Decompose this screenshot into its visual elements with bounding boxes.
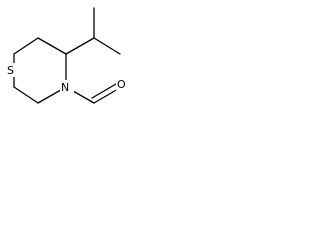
nitrogen-label-bg xyxy=(60,80,74,94)
bond-c5-c6 xyxy=(13,86,39,104)
bond-isopropyl-ch-methyl-right xyxy=(93,37,121,55)
thiomorpholine-structure: S N O xyxy=(6,7,130,104)
oxygen-label-bg xyxy=(116,77,130,91)
oxygen-atom-label: O xyxy=(117,78,126,91)
bond-formyl-c-o-double xyxy=(91,83,117,99)
sulfur-label-bg xyxy=(6,63,20,77)
bond-c3-isopropyl-ch xyxy=(65,37,95,55)
bond-formyl-c-o xyxy=(93,88,119,104)
bond-c2-c3 xyxy=(37,37,67,55)
bond-s-c2 xyxy=(13,37,39,55)
nitrogen-atom-label: N xyxy=(61,81,69,94)
sulfur-atom-label: S xyxy=(7,64,14,77)
